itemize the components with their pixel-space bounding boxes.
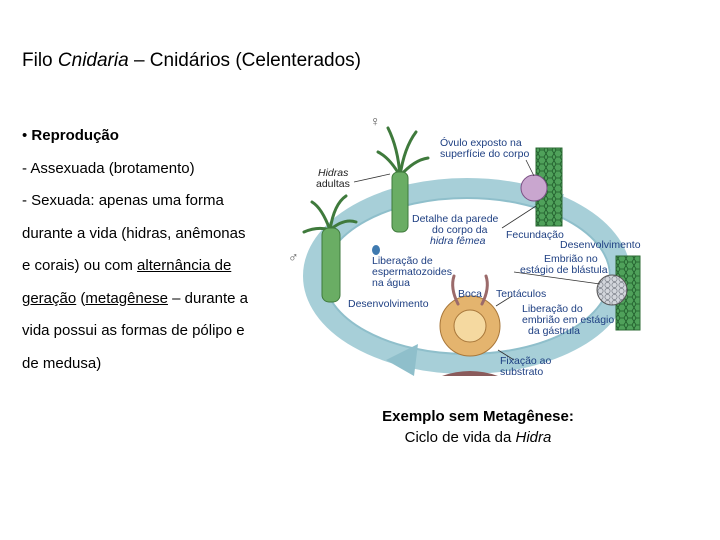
bullet: • [22, 127, 32, 144]
text-line: - Sexuada: apenas uma forma [22, 192, 224, 209]
body-text: • Reprodução - Assexuada (brotamento) - … [22, 120, 277, 380]
label-hidras: Hidras [318, 167, 349, 179]
text-line: durante a vida (hidras, anêmonas [22, 224, 246, 242]
label-liberacao-espermatozoides: espermatozoides [372, 266, 452, 278]
label-ovulo: superfície do corpo [440, 148, 530, 160]
label-detalhe: Detalhe da parede [412, 213, 499, 225]
label-liberacao-espermatozoides: Liberação de [372, 255, 433, 267]
underlined-term: alternância de [137, 257, 232, 274]
label-detalhe: hidra fêmea [430, 235, 486, 247]
heading-line: • Reprodução [22, 120, 277, 153]
tentacles [451, 274, 489, 306]
text-line: geração (metagênese – durante a [22, 283, 277, 316]
label-desenvolvimento: Desenvolvimento [348, 298, 429, 310]
title-taxon: Cnidaria [57, 50, 129, 71]
male-symbol: ♂ [288, 249, 299, 265]
text-span: ( [76, 289, 86, 307]
label-detalhe: do corpo da [432, 224, 488, 236]
label-liberacao-embriao: Liberação do [522, 303, 583, 315]
title-prefix: Filo [22, 50, 58, 71]
text-line: - Assexuada (brotamento) [22, 159, 195, 177]
label-liberacao-embriao: da gástrula [528, 325, 580, 337]
text-span: e corais) ou com [22, 257, 138, 274]
exposed-ovum [520, 174, 548, 202]
caption-taxon: Hidra [515, 429, 552, 446]
label-fecundacao: Fecundação [506, 229, 564, 241]
caption-subtitle: Ciclo de vida da Hidra [360, 427, 596, 448]
label-adultas: adultas [316, 178, 350, 190]
label-tentaculos: Tentáculos [496, 288, 547, 300]
label-embriao: estágio de blástula [520, 264, 608, 276]
underlined-term: metagênese [85, 289, 168, 307]
label-boca: Boca [458, 288, 482, 300]
label-liberacao-embriao: embrião em estágio [522, 314, 615, 326]
label-liberacao-espermatozoides: na água [372, 277, 410, 289]
caption-title: Exemplo sem Metagênese: [382, 408, 574, 425]
label-ovulo: Óvulo exposto na [440, 137, 522, 149]
hydra-body [321, 227, 341, 303]
label-desenvolvimento: Desenvolvimento [560, 239, 641, 251]
title-suffix: – Cnidários (Celenterados) [128, 50, 362, 71]
text-span: – durante a [167, 289, 249, 307]
blastula [596, 274, 628, 306]
gastrula-embryo-inner [453, 309, 487, 343]
label-fixacao: Fixação ao [500, 355, 552, 367]
figure-caption: Exemplo sem Metagênese: Ciclo de vida da… [360, 406, 596, 448]
testis [372, 245, 380, 255]
life-cycle-illustration [302, 126, 641, 376]
label-embriao: Embrião no [544, 253, 598, 265]
text-line: e corais) ou com alternância de [22, 250, 277, 283]
substrate [442, 371, 498, 376]
underlined-term: geração [22, 289, 77, 307]
hydra-life-cycle-figure: ♀ ♂ Hidras adultas Óvulo exposto na supe… [282, 108, 654, 390]
cycle-arrowhead [386, 344, 418, 376]
slide-title: Filo Cnidaria – Cnidários (Celenterados) [22, 50, 361, 72]
text-line: de medusa) [22, 354, 102, 372]
female-symbol: ♀ [370, 113, 381, 129]
heading-reproducao: Reprodução [31, 127, 119, 144]
text-line: vida possui as formas de pólipo e [22, 322, 245, 339]
label-fixacao: substrato [500, 366, 544, 378]
hydra-body [391, 171, 409, 233]
caption-text: Ciclo de vida da [404, 429, 516, 446]
pointer-lines [353, 159, 601, 361]
